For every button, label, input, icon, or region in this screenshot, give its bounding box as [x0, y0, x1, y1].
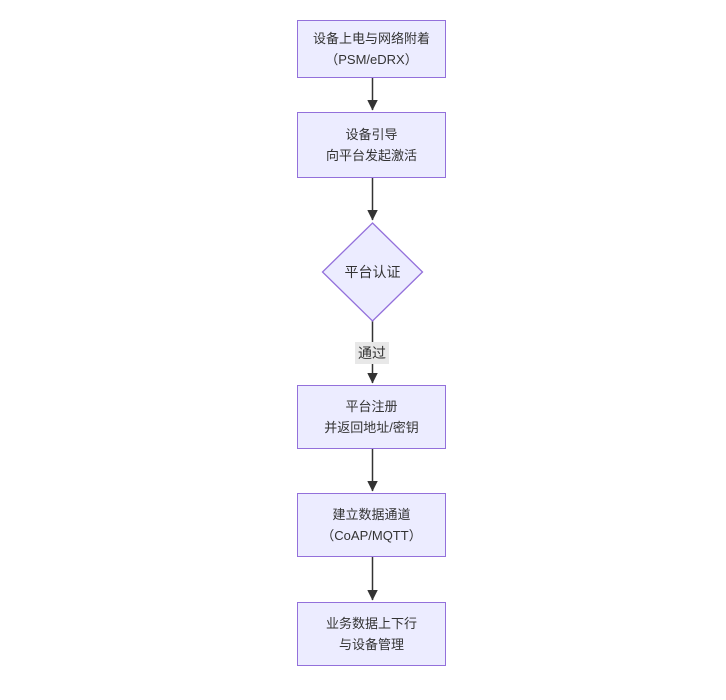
- edge-label-pass: 通过: [355, 342, 389, 364]
- node-power-on: 设备上电与网络附着 （PSM/eDRX）: [297, 20, 446, 78]
- node-bootstrap-label: 设备引导 向平台发起激活: [325, 127, 417, 163]
- node-bootstrap: 设备引导 向平台发起激活: [297, 112, 446, 178]
- decision-diamond-shape: [321, 222, 424, 322]
- node-channel: 建立数据通道 （CoAP/MQTT）: [297, 493, 446, 557]
- node-register-label: 平台注册 并返回地址/密钥: [324, 399, 419, 435]
- node-power-on-label: 设备上电与网络附着 （PSM/eDRX）: [312, 31, 430, 67]
- node-business: 业务数据上下行 与设备管理: [297, 602, 446, 666]
- node-auth-label: 平台认证: [344, 264, 401, 280]
- node-register: 平台注册 并返回地址/密钥: [297, 385, 446, 449]
- node-business-label: 业务数据上下行 与设备管理: [325, 616, 417, 652]
- node-channel-label: 建立数据通道 （CoAP/MQTT）: [321, 507, 422, 543]
- node-auth: 平台认证: [302, 262, 443, 283]
